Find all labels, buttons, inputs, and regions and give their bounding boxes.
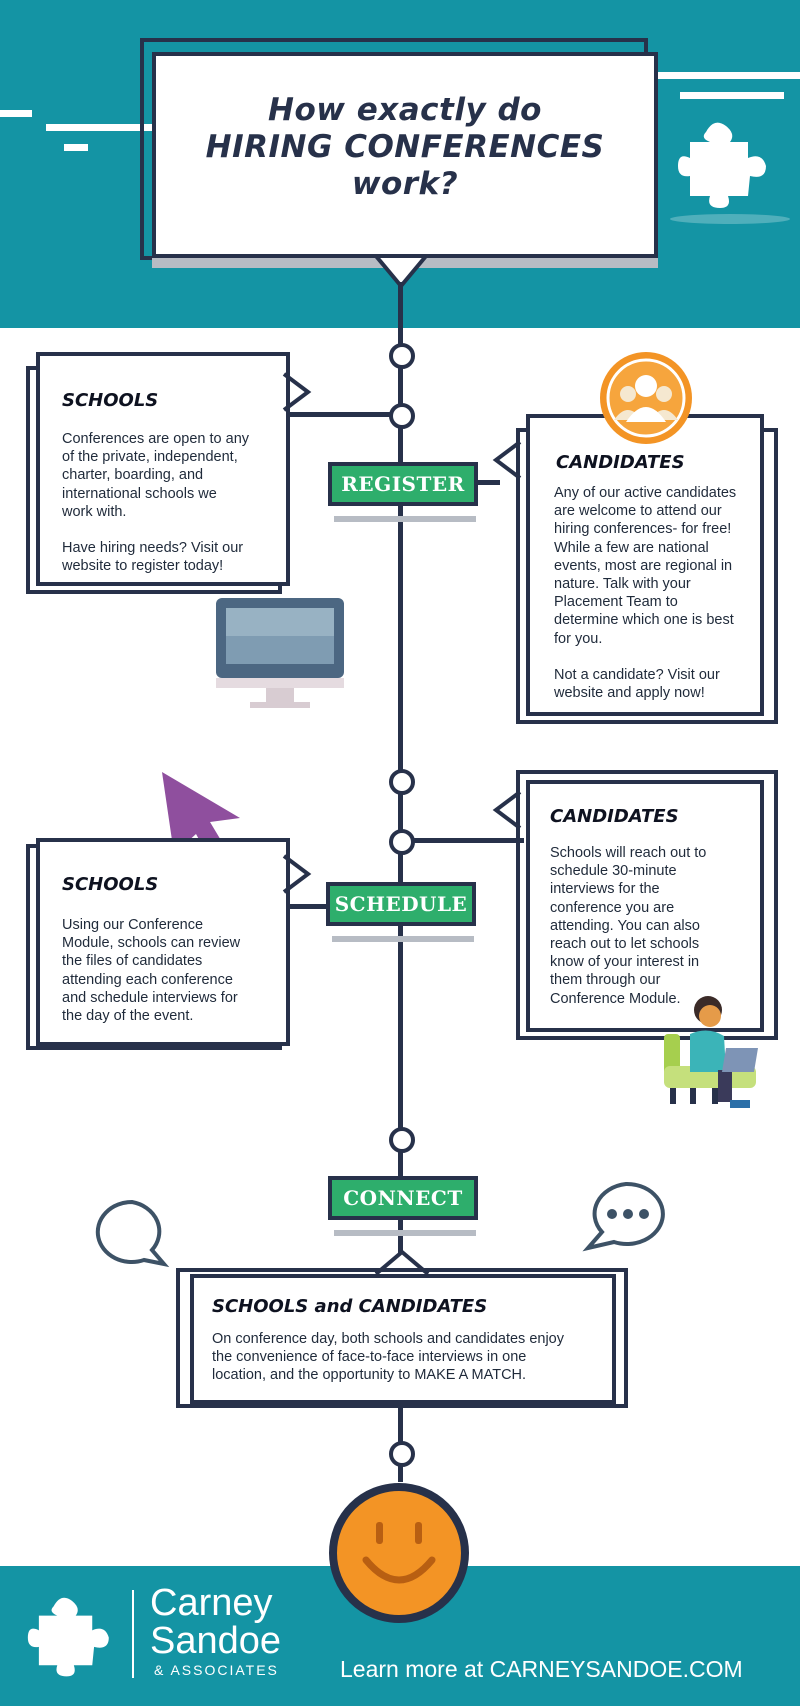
register-candidates-heading: CANDIDATES	[556, 452, 685, 473]
decor-dash	[0, 110, 32, 117]
puzzle-shadow	[670, 214, 790, 224]
logo-subline: & ASSOCIATES	[154, 1662, 279, 1678]
schedule-schools-body: Using our Conference Module, schools can…	[62, 917, 241, 1025]
title-line-3: work?	[351, 166, 459, 202]
title-pointer	[372, 254, 430, 290]
card-pointer	[282, 372, 312, 412]
register-schools-body: Conferences are open to any of the priva…	[62, 431, 250, 575]
title-line-1: How exactly do	[268, 92, 542, 128]
schedule-schools-heading: SCHOOLS	[62, 874, 159, 895]
timeline-node	[389, 769, 415, 795]
monitor-icon	[216, 598, 344, 708]
timeline-node	[389, 403, 415, 429]
connect-heading: SCHOOLS and CANDIDATES	[212, 1296, 488, 1317]
puzzle-icon	[678, 122, 766, 208]
register-schools-card	[36, 352, 290, 586]
step-connect: CONNECT	[328, 1176, 478, 1220]
register-candidates-card	[526, 414, 764, 716]
schedule-candidates-body: Schools will reach out to schedule 30-mi…	[550, 845, 707, 1007]
card-pointer	[282, 854, 312, 894]
schedule-schools-card	[36, 838, 290, 1046]
speech-bubble-icon	[95, 1199, 170, 1268]
page-title: How exactly do HIRING CONFERENCES work?	[160, 92, 650, 203]
person-laptop-icon	[664, 996, 758, 1108]
logo-divider	[132, 1590, 134, 1678]
decor-dash	[64, 144, 88, 151]
decor-dash	[46, 124, 156, 131]
timeline-node	[389, 343, 415, 369]
title-line-2: HIRING CONFERENCES	[205, 129, 605, 165]
register-schools-heading: SCHOOLS	[62, 390, 159, 411]
card-outline	[176, 1268, 628, 1408]
connector	[290, 412, 390, 417]
connector	[412, 838, 524, 843]
schedule-candidates-heading: CANDIDATES	[550, 806, 679, 827]
decor-dash	[612, 72, 800, 79]
card-pointer	[492, 790, 522, 830]
step-shadow	[334, 1230, 476, 1236]
logo-line-2: Sandoe	[150, 1620, 282, 1662]
chat-dots-icon	[582, 1181, 665, 1252]
decor-dash	[680, 92, 784, 99]
card-pointer	[492, 440, 522, 480]
register-candidates-body: Any of our active candidates are welcome…	[554, 485, 737, 702]
smiley-icon	[329, 1483, 469, 1623]
logo-wordmark: Carney Sandoe	[150, 1584, 281, 1660]
puzzle-icon	[27, 1597, 109, 1677]
schedule-candidates-card	[526, 780, 764, 1032]
connect-card	[190, 1274, 616, 1404]
people-icon	[600, 352, 692, 444]
step-shadow	[334, 516, 476, 522]
footer-cta[interactable]: Learn more at CARNEYSANDOE.COM	[340, 1656, 743, 1682]
timeline-node	[389, 1127, 415, 1153]
timeline-node	[389, 1441, 415, 1467]
card-outline	[516, 770, 778, 1040]
step-shadow	[332, 936, 474, 942]
logo-line-1: Carney	[150, 1582, 273, 1624]
step-register: REGISTER	[328, 462, 478, 506]
connector	[470, 480, 500, 485]
step-schedule: SCHEDULE	[326, 882, 476, 926]
title-box	[152, 52, 658, 258]
connect-body: On conference day, both schools and cand…	[212, 1331, 564, 1384]
